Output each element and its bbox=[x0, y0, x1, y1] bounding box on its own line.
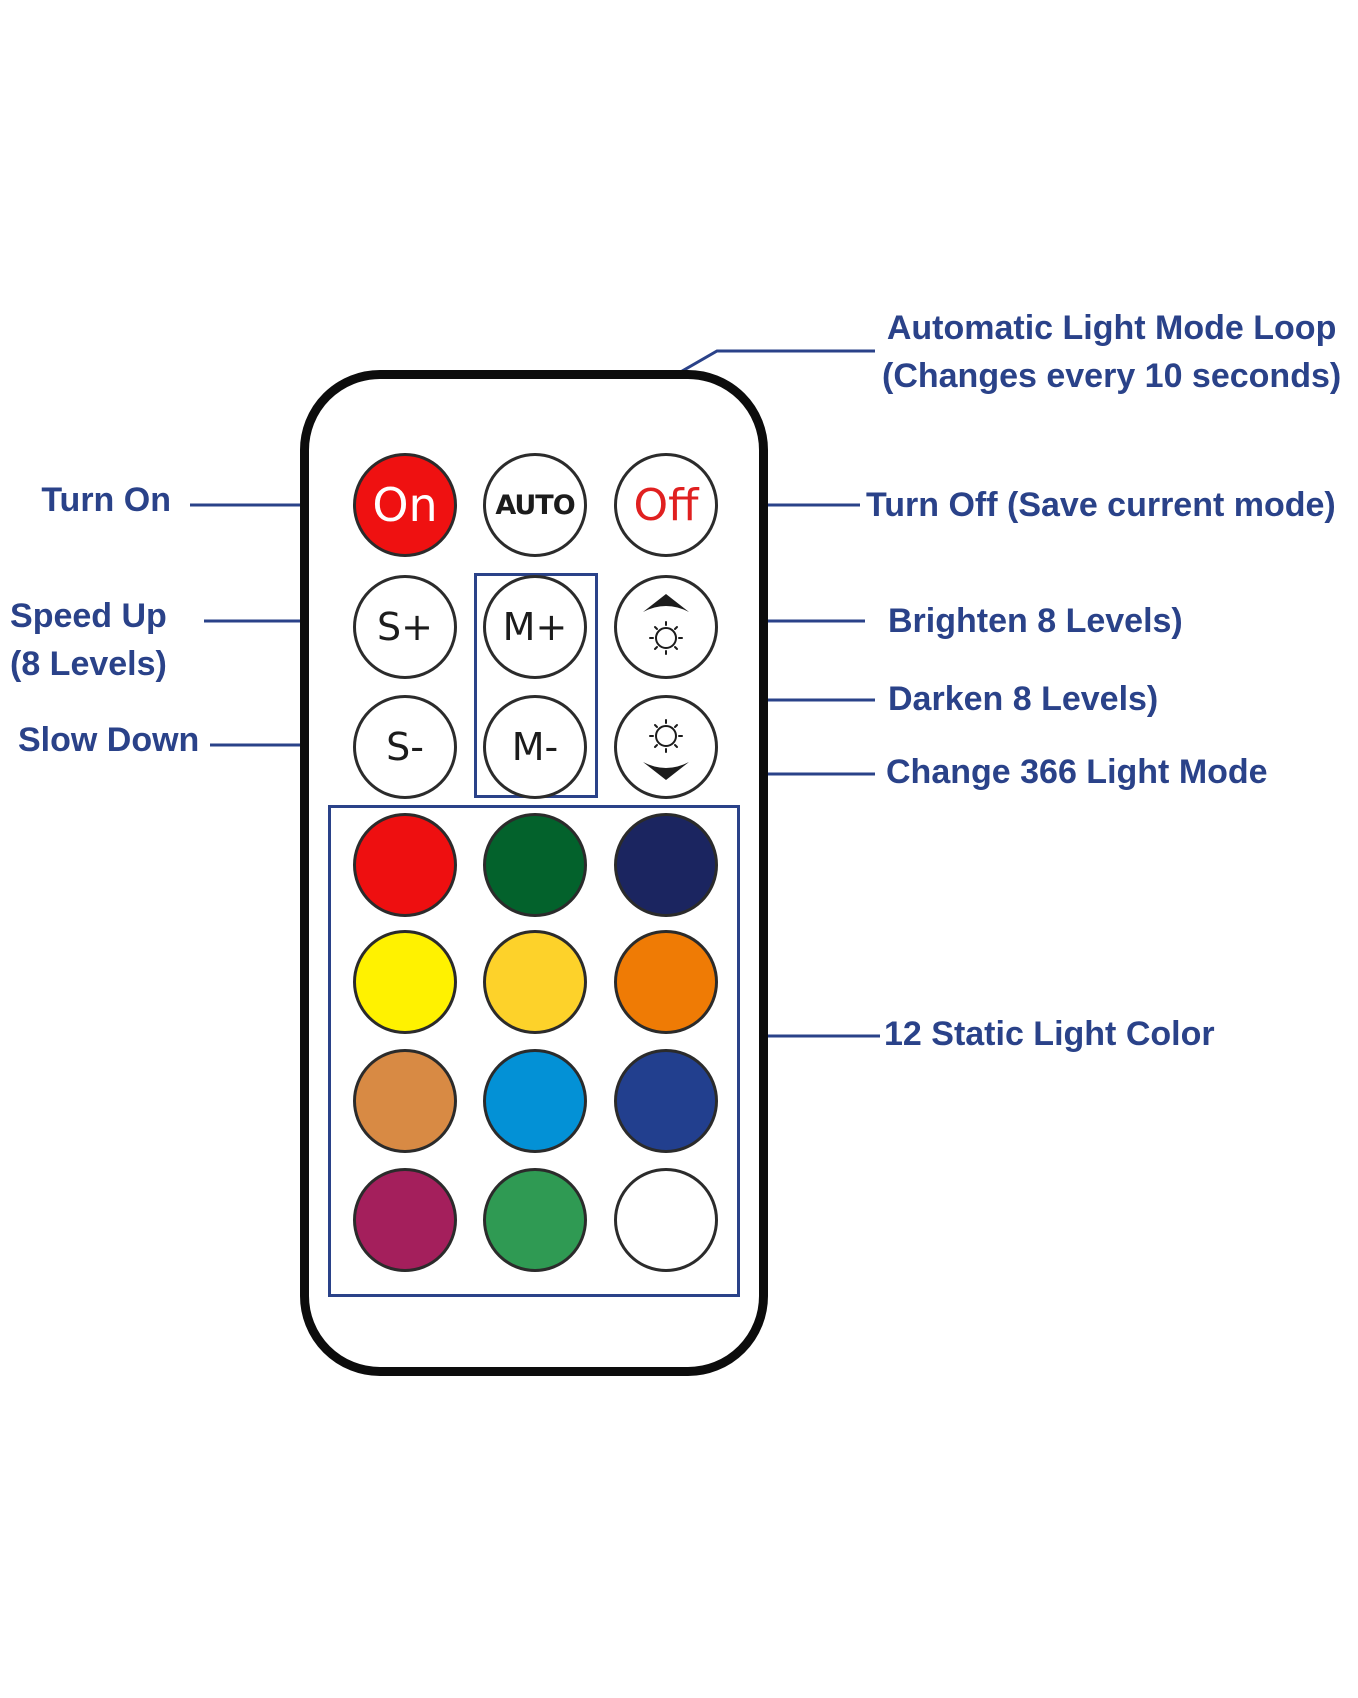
label-auto-line1: Automatic Light Mode Loop bbox=[886, 309, 1337, 347]
speed-up-button[interactable]: S+ bbox=[353, 575, 457, 679]
label-brighten: Brighten 8 Levels) bbox=[888, 602, 1183, 640]
brighten-button[interactable] bbox=[614, 575, 718, 679]
color-button-3[interactable] bbox=[614, 813, 718, 917]
color-button-2[interactable] bbox=[483, 813, 587, 917]
label-speed-up-line2: (8 Levels) bbox=[10, 645, 167, 683]
label-auto: Automatic Light Mode Loop (Changes every… bbox=[882, 304, 1341, 400]
label-darken: Darken 8 Levels) bbox=[888, 680, 1159, 718]
label-slow-down: Slow Down bbox=[18, 721, 200, 759]
brightness-up-icon bbox=[643, 594, 689, 655]
color-buttons-box bbox=[328, 805, 740, 1297]
auto-button[interactable]: AUTO bbox=[483, 453, 587, 557]
label-turn-on: Turn On bbox=[41, 481, 171, 519]
darken-button[interactable] bbox=[614, 695, 718, 799]
label-speed-up-line1: Speed Up bbox=[10, 597, 167, 635]
color-button-9[interactable] bbox=[614, 1049, 718, 1153]
color-button-8[interactable] bbox=[483, 1049, 587, 1153]
color-button-7[interactable] bbox=[353, 1049, 457, 1153]
on-button[interactable]: On bbox=[353, 453, 457, 557]
label-speed-up: Speed Up (8 Levels) bbox=[10, 592, 167, 688]
mode-up-button[interactable]: M+ bbox=[483, 575, 587, 679]
label-change-mode: Change 366 Light Mode bbox=[886, 753, 1268, 791]
slow-down-button[interactable]: S- bbox=[353, 695, 457, 799]
mode-down-button[interactable]: M- bbox=[483, 695, 587, 799]
off-button[interactable]: Off bbox=[614, 453, 718, 557]
label-turn-off: Turn Off (Save current mode) bbox=[866, 486, 1336, 524]
label-auto-line2: (Changes every 10 seconds) bbox=[882, 357, 1342, 395]
color-button-11[interactable] bbox=[483, 1168, 587, 1272]
label-static-color: 12 Static Light Color bbox=[884, 1015, 1215, 1053]
color-button-4[interactable] bbox=[353, 930, 457, 1034]
color-button-12[interactable] bbox=[614, 1168, 718, 1272]
brightness-down-icon bbox=[643, 719, 689, 780]
color-button-1[interactable] bbox=[353, 813, 457, 917]
color-button-5[interactable] bbox=[483, 930, 587, 1034]
color-button-10[interactable] bbox=[353, 1168, 457, 1272]
color-button-6[interactable] bbox=[614, 930, 718, 1034]
